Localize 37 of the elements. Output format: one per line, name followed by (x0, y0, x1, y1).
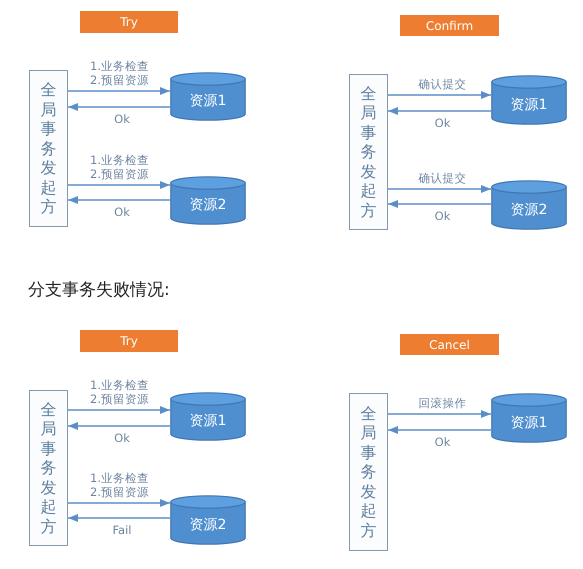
edge-label: 1.业务检查 2.预留资源 (90, 471, 150, 499)
participant-box: 全局事务发起方 (29, 390, 68, 546)
edge-label: Ok (434, 116, 450, 130)
edge-label: 1.业务检查 2.预留资源 (90, 153, 150, 181)
edge-label: Fail (112, 523, 132, 537)
edge-label: 确认提交 (418, 171, 466, 185)
phase-box: Try (80, 330, 178, 352)
phase-box: Cancel (400, 334, 499, 355)
arrow (388, 107, 491, 115)
edge-label: 回滚操作 (418, 396, 466, 410)
edge-label: Ok (114, 431, 130, 445)
arrow (68, 422, 170, 430)
section-heading: 分支事务失败情况: (28, 279, 170, 301)
arrow (68, 87, 170, 95)
arrow (68, 103, 170, 111)
participant-box: 全局事务发起方 (349, 393, 388, 551)
arrow (68, 406, 170, 414)
arrow (68, 196, 170, 204)
edge-label: Ok (434, 209, 450, 223)
edge-label: Ok (114, 205, 130, 219)
arrow (388, 410, 491, 418)
arrow (388, 426, 491, 434)
arrow (388, 200, 491, 208)
edge-label: 确认提交 (418, 77, 466, 91)
phase-box: Confirm (400, 15, 499, 36)
phase-box: Try (80, 11, 178, 33)
edge-label: 1.业务检查 2.预留资源 (90, 59, 150, 87)
edge-label: 1.业务检查 2.预留资源 (90, 378, 150, 406)
edge-label: Ok (114, 112, 130, 126)
arrow (388, 185, 491, 193)
arrow (68, 514, 170, 522)
participant-box: 全局事务发起方 (349, 74, 388, 230)
arrow (68, 181, 170, 189)
arrow (388, 91, 491, 99)
participant-box: 全局事务发起方 (29, 70, 68, 227)
edge-label: Ok (434, 435, 450, 449)
arrow (68, 499, 170, 507)
